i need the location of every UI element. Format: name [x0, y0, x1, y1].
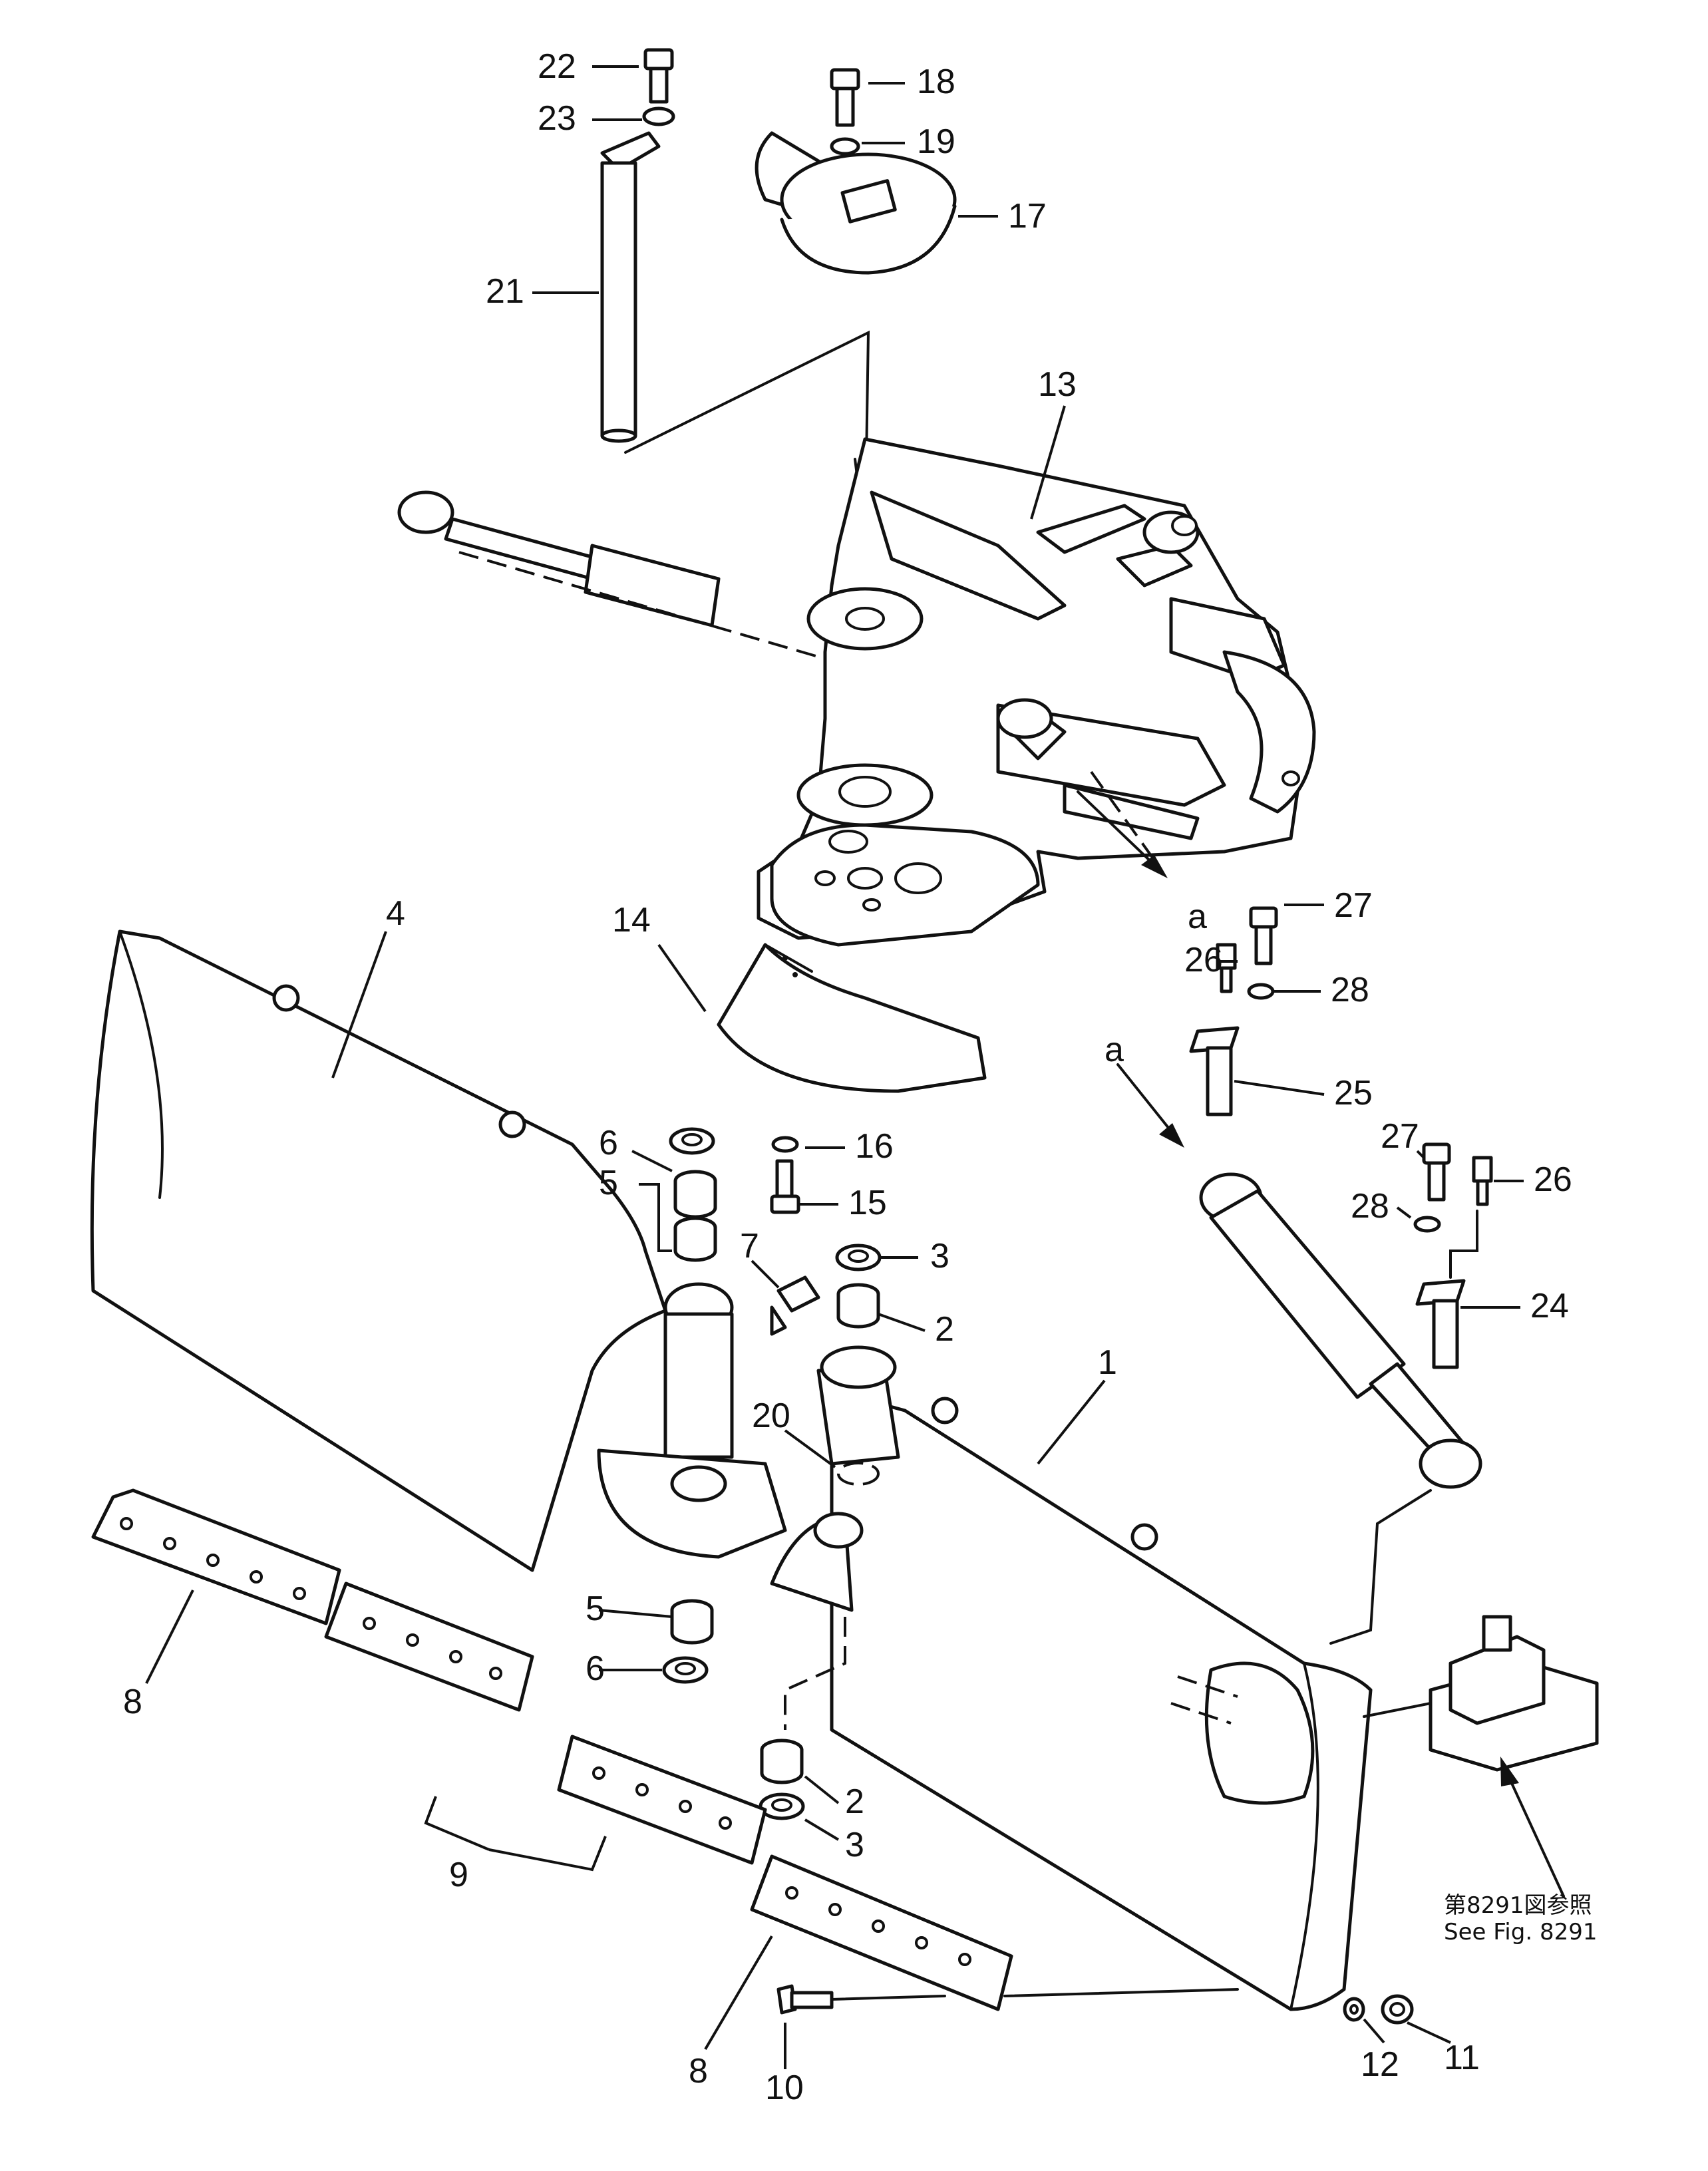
callout-3a: 3	[930, 1237, 949, 1275]
callout-27b: 27	[1381, 1117, 1419, 1156]
grease-fitting-7	[770, 1275, 820, 1336]
bushing-5c	[670, 1599, 714, 1645]
washer-23	[642, 106, 675, 126]
callout-5a: 5	[599, 1164, 618, 1202]
reference-en: See Fig. 8291	[1444, 1919, 1597, 1945]
callout-a1: a	[1188, 898, 1207, 936]
callout-28b: 28	[1351, 1187, 1389, 1226]
callout-16: 16	[855, 1127, 894, 1166]
bushing-5a	[673, 1170, 717, 1219]
callout-24: 24	[1530, 1287, 1569, 1325]
bolt-10	[776, 1984, 834, 2015]
callout-8b: 8	[689, 2052, 708, 2090]
cover-17	[755, 131, 957, 275]
arrow-a1	[1077, 790, 1168, 878]
bushing-2b	[760, 1739, 804, 1784]
callout-21: 21	[486, 272, 524, 311]
bolt-22	[643, 48, 674, 104]
washer-28b	[1413, 1216, 1441, 1233]
cutting-edge-8b	[750, 1854, 1013, 2011]
callout-18: 18	[917, 63, 955, 101]
callout-4: 4	[386, 894, 405, 933]
callout-3b: 3	[845, 1826, 864, 1864]
callout-27a: 27	[1334, 886, 1373, 925]
seal-3a	[835, 1244, 882, 1271]
callout-6a: 6	[599, 1124, 618, 1162]
bolt-18	[830, 68, 860, 127]
callout-15: 15	[848, 1184, 887, 1222]
callout-8a: 8	[123, 1683, 142, 1721]
callout-17: 17	[1008, 197, 1047, 236]
arrow-a2	[1116, 1063, 1184, 1148]
reference-arrow	[1500, 1756, 1565, 1898]
callout-25: 25	[1334, 1074, 1373, 1112]
callout-5b: 5	[586, 1589, 605, 1628]
callout-2b: 2	[845, 1782, 864, 1821]
valve-assembly	[1363, 1615, 1599, 1772]
seal-6a	[669, 1127, 715, 1155]
callout-28a: 28	[1331, 971, 1369, 1009]
callout-2a: 2	[935, 1310, 954, 1349]
ring-20	[837, 1462, 880, 1486]
callout-labels: 22 23 21 18 19 17 13 14 4 6 5 16 15 7 3 …	[123, 47, 1572, 2107]
nut-11	[1381, 1994, 1414, 2025]
callout-10: 10	[765, 2069, 804, 2107]
cutting-edge-8a	[91, 1488, 341, 1625]
callout-12: 12	[1361, 2045, 1399, 2084]
callout-14: 14	[612, 901, 651, 939]
figure-reference: 第8291図参照 See Fig. 8291	[1444, 1892, 1597, 1945]
washer-12	[1343, 1997, 1365, 2022]
callout-23: 23	[538, 99, 576, 138]
callout-13: 13	[1038, 365, 1077, 404]
cylinder-right	[1199, 1172, 1482, 1645]
cutting-edge-9b	[557, 1735, 767, 1865]
callout-26a: 26	[1184, 941, 1223, 979]
pin-21	[600, 131, 661, 443]
bolt-27b	[1422, 1142, 1451, 1202]
washer-28a	[1247, 983, 1275, 1000]
bushing-5b	[673, 1216, 717, 1262]
callout-a2: a	[1105, 1031, 1124, 1069]
blade-4	[90, 929, 667, 1572]
callout-22: 22	[538, 47, 576, 86]
cutting-edge-9a	[324, 1582, 534, 1712]
plate-14	[717, 943, 987, 1093]
bolt-27a	[1249, 906, 1278, 965]
pin-25	[1189, 1026, 1240, 1116]
leader-lines	[145, 65, 1524, 2069]
seal-6b	[662, 1656, 709, 1684]
washer-16	[771, 1136, 799, 1153]
callout-7: 7	[740, 1227, 759, 1265]
callout-1: 1	[1098, 1343, 1117, 1382]
center-swivel	[597, 1282, 900, 1612]
callout-20: 20	[752, 1397, 790, 1435]
callout-9: 9	[449, 1856, 468, 1894]
cylinder-left	[397, 490, 826, 660]
fitting-26a	[1216, 943, 1237, 993]
callout-6b: 6	[586, 1649, 605, 1688]
callout-11: 11	[1444, 2039, 1480, 2077]
bolt-15	[770, 1159, 800, 1214]
fitting-26b	[1472, 1156, 1493, 1206]
callout-26b: 26	[1534, 1160, 1572, 1199]
callout-19: 19	[917, 122, 955, 161]
seal-3b	[759, 1792, 805, 1820]
blade-1	[830, 1389, 1373, 2011]
pin-24	[1415, 1279, 1466, 1369]
frame-13	[757, 437, 1316, 947]
washer-19	[830, 137, 860, 156]
bushing-2a	[836, 1283, 880, 1329]
reference-jp: 第8291図参照	[1444, 1892, 1592, 1919]
